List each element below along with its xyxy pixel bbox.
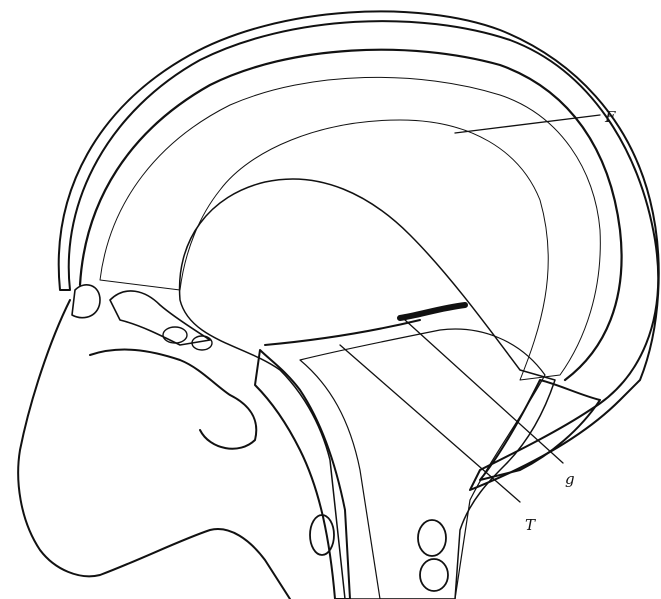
vertebrae: [310, 515, 448, 591]
skull-base: [18, 285, 600, 599]
label-falx: F: [604, 108, 616, 126]
label-tentorium: T: [525, 516, 536, 534]
tentorium-edge: [265, 305, 465, 345]
leader-T: [340, 345, 520, 502]
hatched-brain-mass: [180, 179, 555, 599]
leader-g: [405, 320, 563, 463]
leader-F: [455, 115, 600, 133]
label-notch: g: [565, 470, 575, 488]
skull-vault: [59, 11, 659, 490]
